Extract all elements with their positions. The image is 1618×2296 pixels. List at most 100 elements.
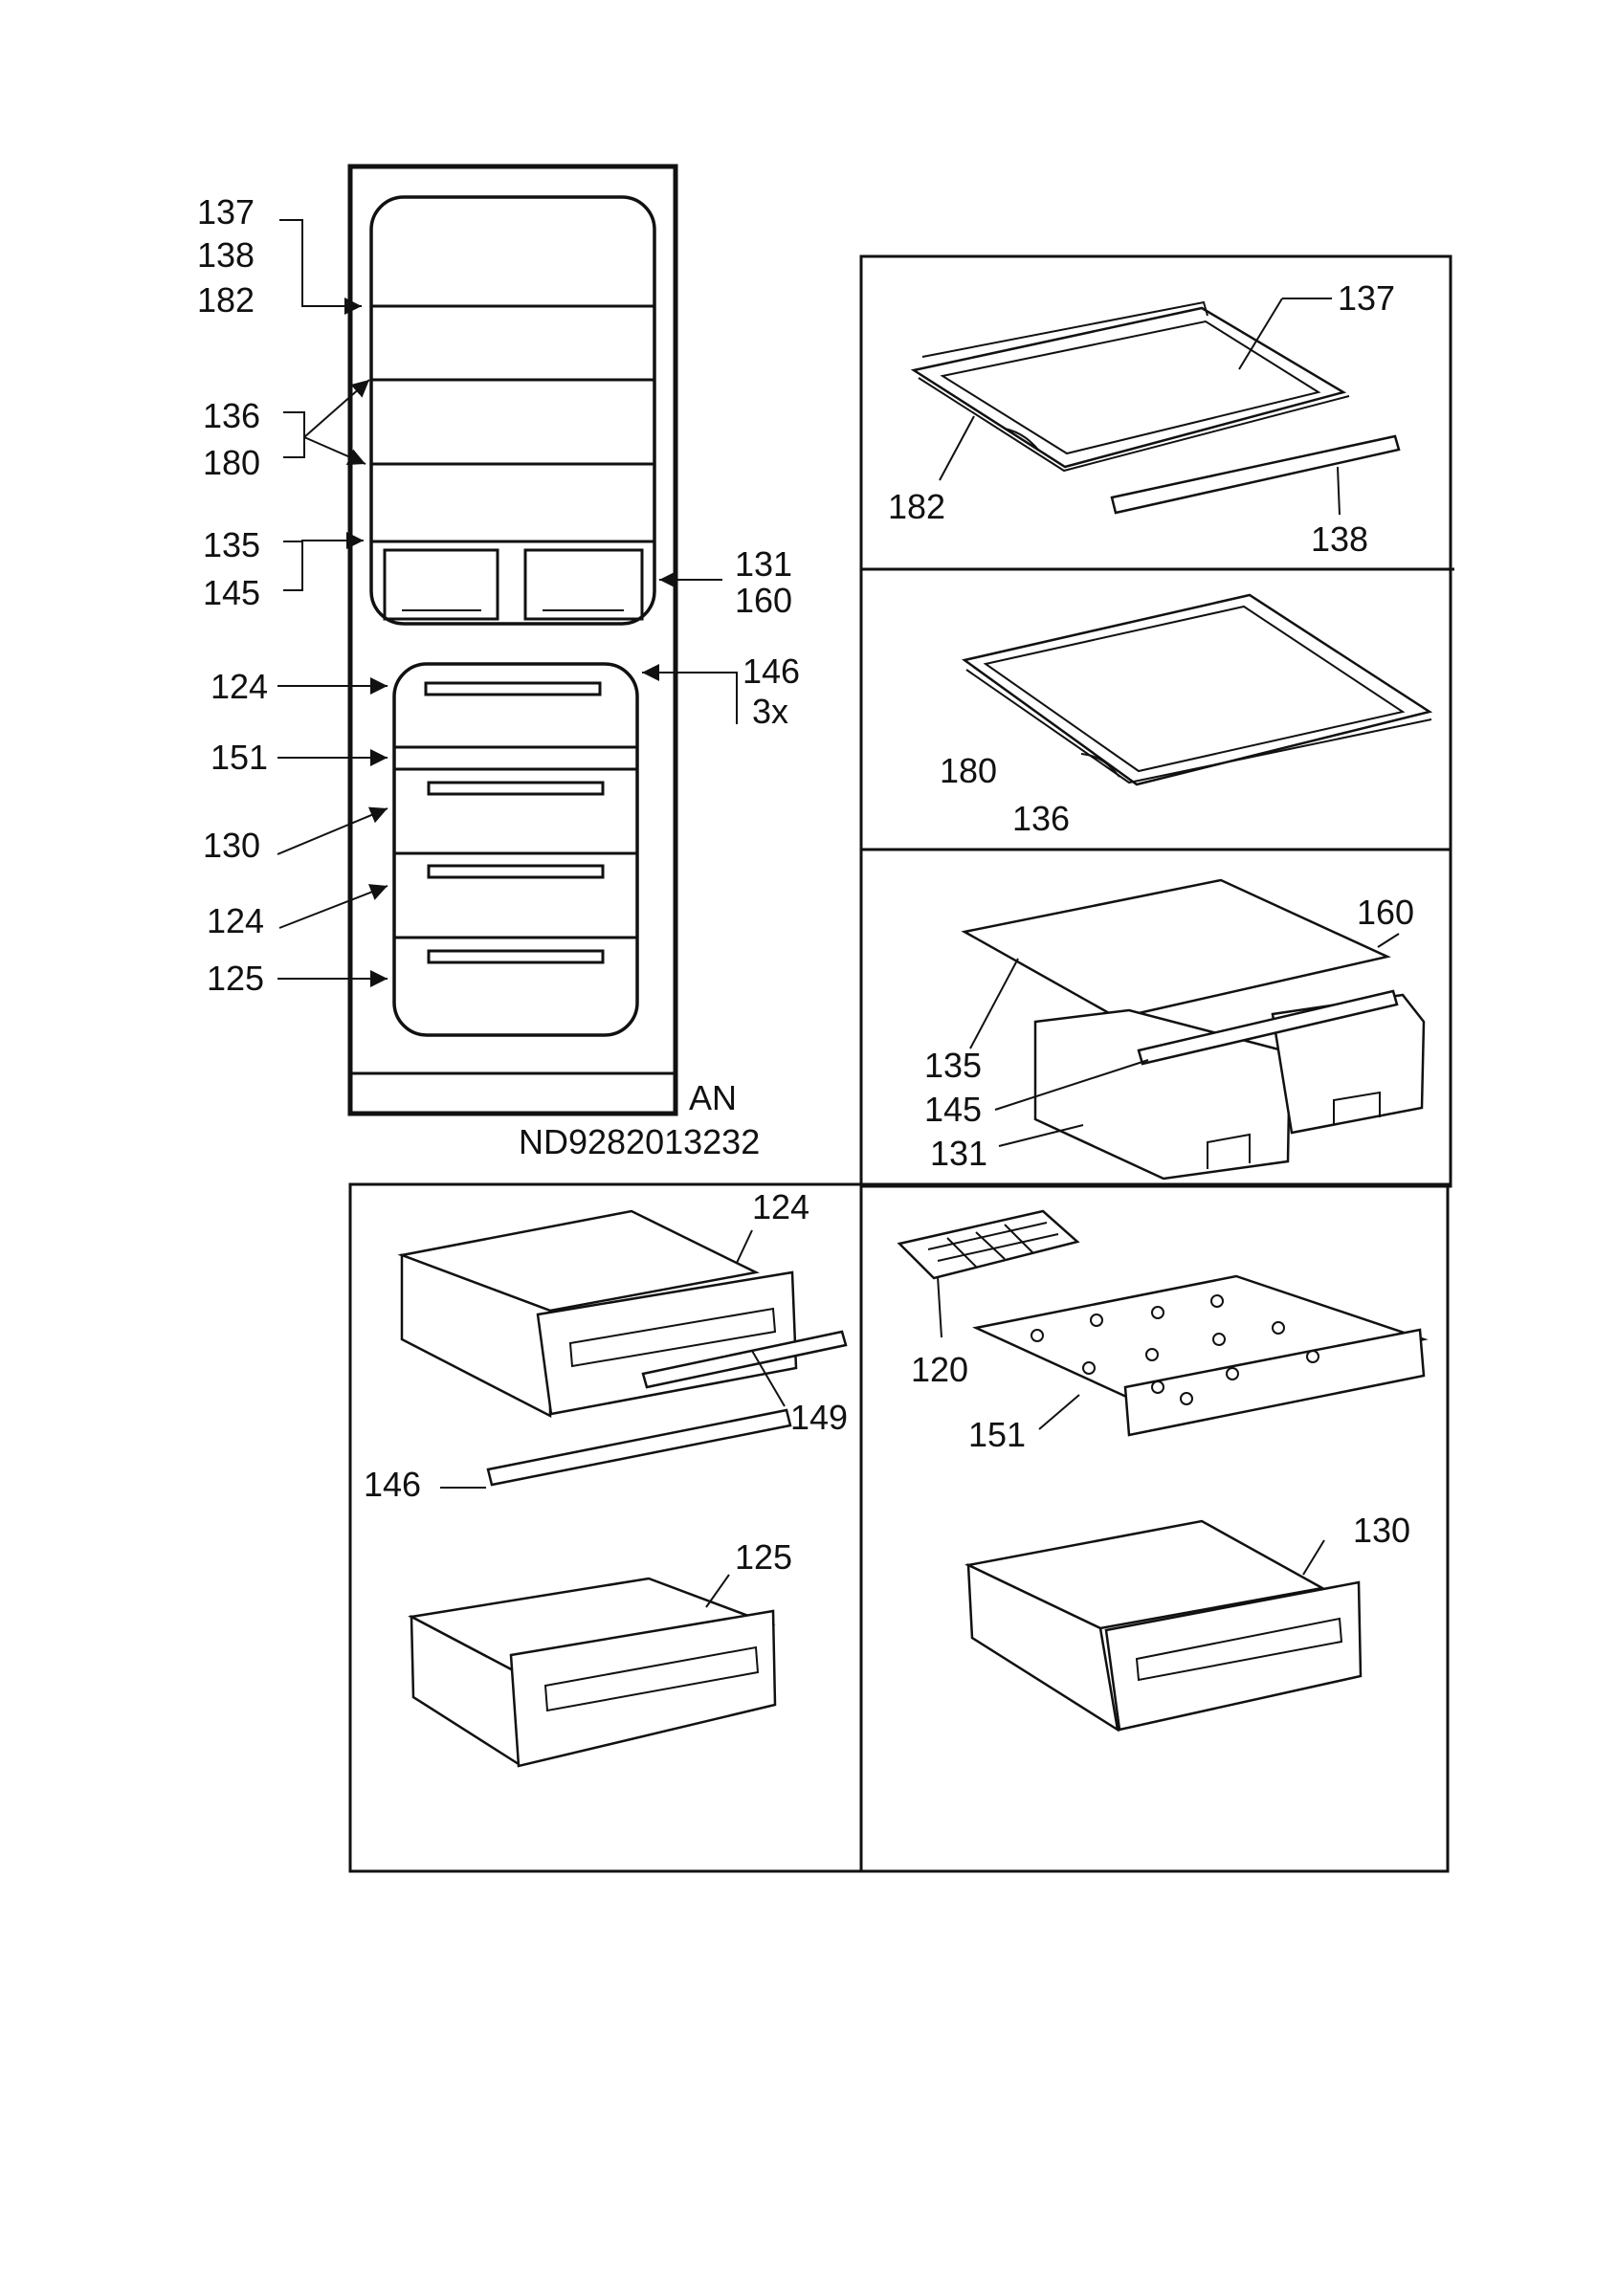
leader-145 xyxy=(994,1059,1149,1111)
label-182-panel: 182 xyxy=(888,487,945,526)
freezer-drawer-handle-3 xyxy=(427,864,605,879)
cover-151-front xyxy=(1123,1328,1426,1437)
label-146-panel: 146 xyxy=(364,1465,421,1504)
panel-drawer-130: 130 xyxy=(964,1511,1410,1733)
leader-120 xyxy=(937,1275,942,1338)
leader-136-180-up xyxy=(303,379,370,438)
leader-135-145 xyxy=(283,532,364,591)
shelf-182-inner xyxy=(940,320,1321,455)
shelf-180-inner xyxy=(983,605,1406,773)
label-180: 180 xyxy=(203,443,260,482)
label-131-panel: 131 xyxy=(930,1134,987,1173)
label-124-top: 124 xyxy=(211,667,268,706)
label-135-panel: 135 xyxy=(924,1046,982,1085)
rail-149 xyxy=(641,1330,848,1389)
label-145: 145 xyxy=(203,573,260,612)
leader-125-panel xyxy=(705,1574,730,1608)
strip-146 xyxy=(486,1408,792,1487)
peg xyxy=(1180,1392,1193,1405)
label-146: 146 xyxy=(743,651,800,691)
freezer-drawer-handle-2 xyxy=(427,781,605,796)
label-131: 131 xyxy=(735,544,792,584)
leader-137-182 xyxy=(279,219,362,315)
label-136-panel: 136 xyxy=(1012,799,1070,838)
label-124-panel: 124 xyxy=(752,1187,809,1226)
label-136: 136 xyxy=(203,396,260,435)
panel-drawer-124: 124 149 146 xyxy=(364,1187,848,1504)
glass-shelf-180 xyxy=(962,593,1433,786)
crisper-cover-160 xyxy=(961,878,1391,1020)
peg xyxy=(1145,1348,1159,1361)
panel-drawer-125: 125 xyxy=(408,1537,792,1768)
leader-135 xyxy=(969,958,1019,1049)
peg xyxy=(1210,1294,1224,1308)
label-160: 160 xyxy=(735,581,792,620)
leader-124-lower xyxy=(278,884,388,929)
crisper-right xyxy=(523,548,644,621)
leader-146-3x xyxy=(642,664,738,724)
leader-137 xyxy=(1238,298,1283,370)
glass-shelf-182 xyxy=(910,306,1347,469)
label-137-panel: 137 xyxy=(1338,278,1395,318)
cover-151-pegs xyxy=(1031,1294,1319,1405)
leader-182 xyxy=(939,415,975,481)
freezer-drawer-handle-1 xyxy=(424,681,602,696)
drawer-130-front xyxy=(1104,1580,1363,1732)
frame-bottom-block xyxy=(348,1182,1450,1873)
drawer-130-side xyxy=(966,1562,1119,1733)
drawer-125-handle xyxy=(543,1645,760,1712)
cabinet-overview: 137 138 182 136 180 135 145 131 160 124 … xyxy=(197,164,800,1161)
label-182: 182 xyxy=(197,280,255,320)
label-135: 135 xyxy=(203,525,260,564)
leader-160 xyxy=(1377,933,1400,948)
drawer-124-handle xyxy=(568,1307,777,1368)
label-151: 151 xyxy=(211,738,268,777)
drawer-130-handle xyxy=(1135,1617,1343,1682)
bracket-136-180 xyxy=(283,411,305,458)
shelf-182-side-cutout xyxy=(1004,428,1039,451)
fridge-compartment xyxy=(369,195,656,626)
label-137: 137 xyxy=(197,192,255,232)
drawer-124-side xyxy=(400,1253,552,1419)
peg xyxy=(1306,1350,1319,1363)
peg xyxy=(1212,1333,1226,1346)
peg xyxy=(1151,1306,1164,1319)
shelf-180-cutout xyxy=(1080,753,1120,778)
code-nd: ND9282013232 xyxy=(519,1122,760,1161)
panel-ice-tray: 120 151 xyxy=(897,1209,1429,1454)
peg xyxy=(1272,1321,1285,1335)
label-124-lower: 124 xyxy=(207,901,264,940)
label-145-panel: 145 xyxy=(924,1090,982,1129)
leader-136-180-down xyxy=(303,436,366,466)
peg xyxy=(1082,1361,1096,1375)
shelf-182-front-trim xyxy=(918,377,1350,473)
label-130: 130 xyxy=(203,826,260,865)
label-180-panel: 180 xyxy=(940,751,997,790)
leader-151-panel xyxy=(1038,1394,1080,1430)
panel-shelf-180: 180 136 xyxy=(940,593,1433,838)
leader-131 xyxy=(998,1124,1084,1147)
label-138-panel: 138 xyxy=(1311,519,1368,559)
label-125-panel: 125 xyxy=(735,1537,792,1577)
divider-145 xyxy=(1137,989,1399,1066)
peg xyxy=(1090,1314,1103,1327)
label-138: 138 xyxy=(197,235,255,275)
drawer-124-front xyxy=(536,1270,798,1416)
panel-shelf-182: 137 182 138 xyxy=(888,278,1401,559)
cover-151 xyxy=(971,1274,1429,1402)
strip-138 xyxy=(1110,434,1401,515)
crisper-bin-left xyxy=(1033,1008,1292,1181)
label-130-panel: 130 xyxy=(1353,1511,1410,1550)
leader-130-panel xyxy=(1302,1539,1325,1576)
label-3x: 3x xyxy=(752,692,788,731)
leader-149 xyxy=(751,1350,786,1407)
label-125: 125 xyxy=(207,959,264,998)
label-160-panel: 160 xyxy=(1357,893,1414,932)
label-120-panel: 120 xyxy=(911,1350,968,1389)
crisper-left xyxy=(383,548,499,621)
frame-right-column xyxy=(859,254,1452,1188)
leader-130 xyxy=(277,806,388,855)
peg xyxy=(1031,1329,1044,1342)
freezer-compartment xyxy=(392,662,639,1037)
